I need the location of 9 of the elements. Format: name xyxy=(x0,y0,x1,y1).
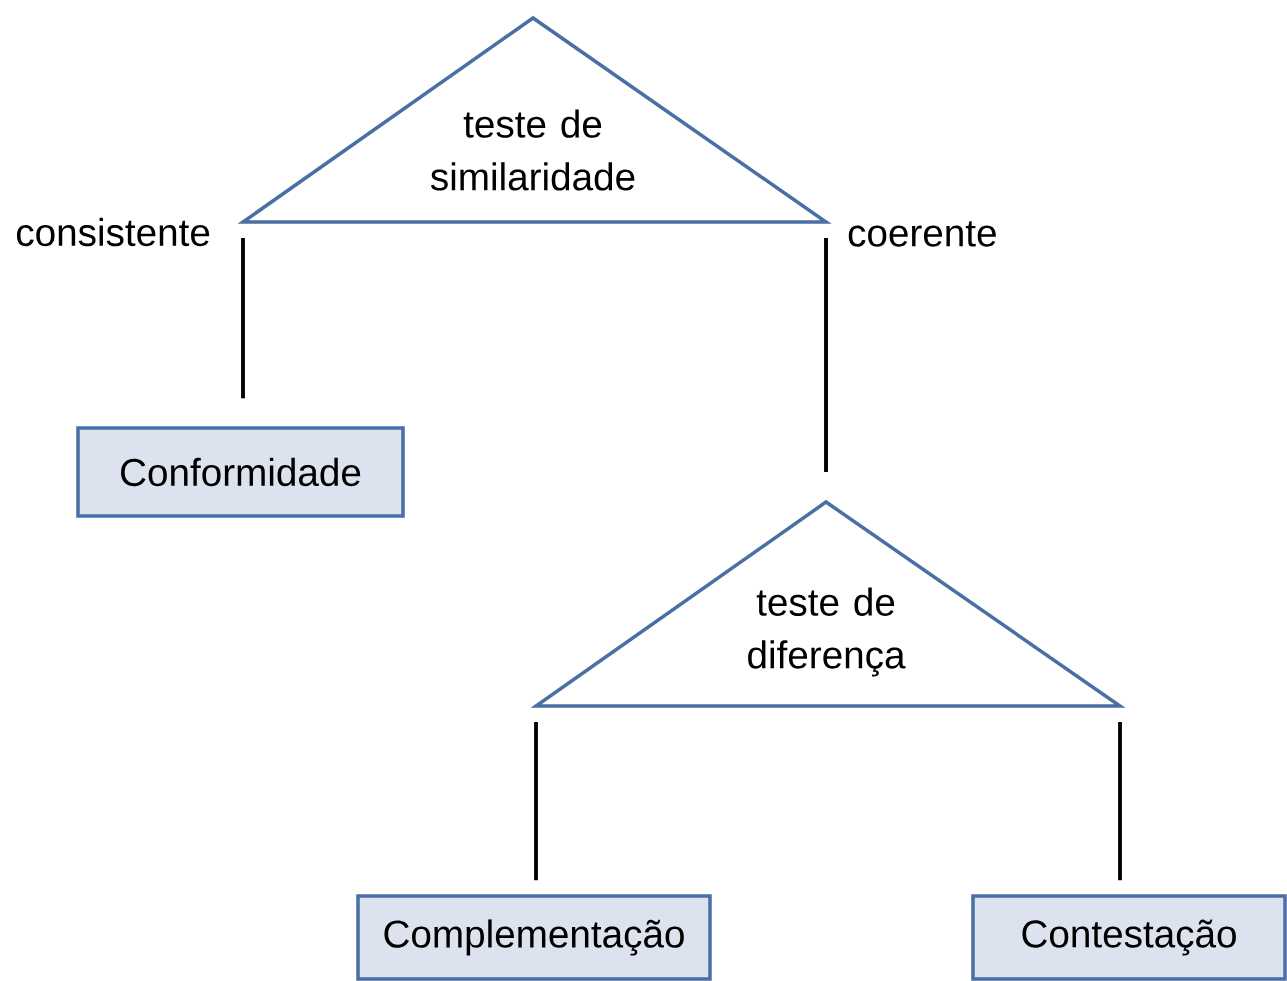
connector-line xyxy=(534,722,538,881)
connector-line xyxy=(241,238,245,399)
connector-line xyxy=(1118,722,1122,881)
outcome-box: Contestação xyxy=(971,894,1287,981)
edge-label: coerente xyxy=(845,219,1000,249)
connector-line xyxy=(824,238,828,472)
outcome-box: Complementação xyxy=(356,894,712,981)
edge-label: consistente xyxy=(13,216,213,248)
outcome-box: Conformidade xyxy=(76,426,405,518)
